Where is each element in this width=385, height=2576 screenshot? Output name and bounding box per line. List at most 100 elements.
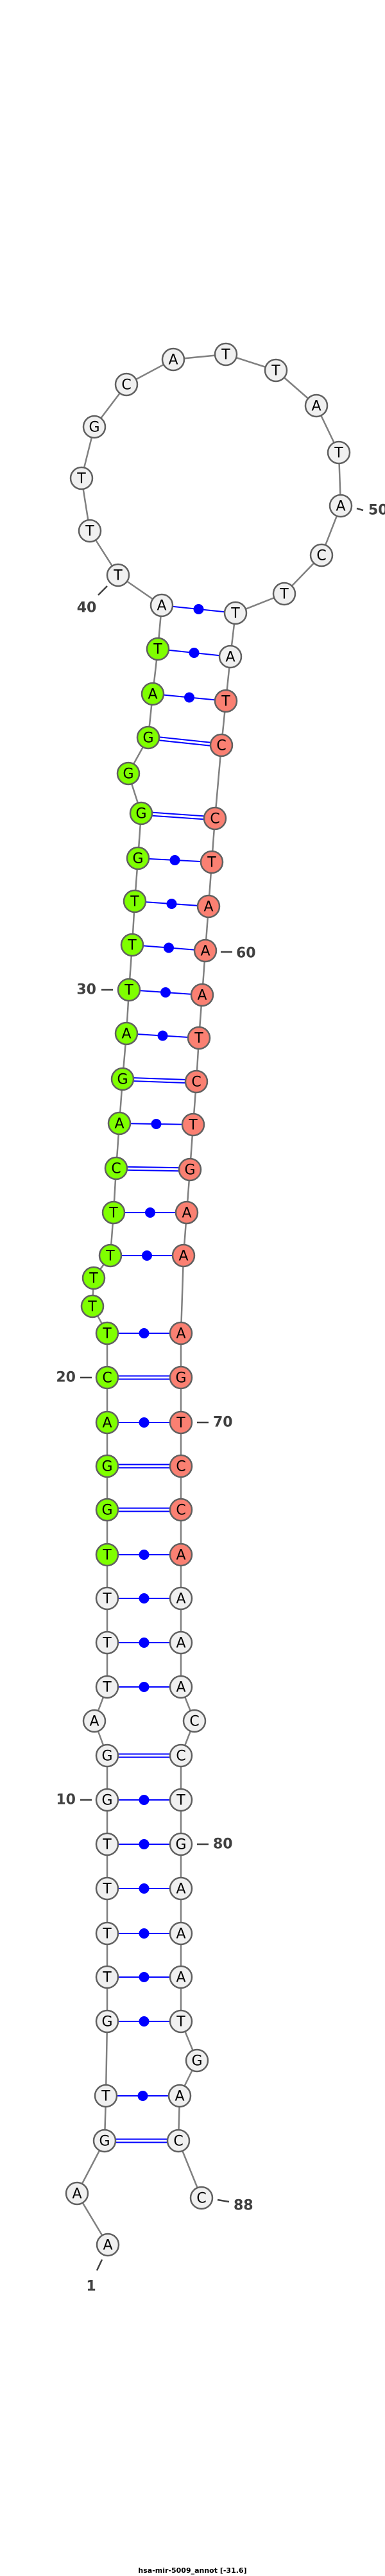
nucleotide-letter: G <box>191 2053 202 2070</box>
nucleotide-letter: G <box>175 1837 186 1853</box>
gc-pair-line <box>116 1166 191 1169</box>
nucleotide-letter: C <box>196 2191 206 2207</box>
nucleotide-circle <box>166 2129 191 2153</box>
nucleotide-circle <box>272 582 296 606</box>
nucleotide-letter: T <box>279 587 289 603</box>
nucleotide-circle <box>218 644 243 669</box>
nucleotide-letter: C <box>176 1459 185 1475</box>
nucleotide-letter: A <box>148 687 157 703</box>
nucleotide-letter: T <box>207 855 216 871</box>
nucleotide-letter: T <box>153 642 162 658</box>
position-tick <box>98 585 108 596</box>
nucleotide-circle <box>110 1067 135 1091</box>
nucleotide-letter: A <box>89 1714 99 1730</box>
nucleotide-letter: A <box>203 899 213 915</box>
nucleotide-letter: T <box>102 1926 112 1942</box>
nucleotide-letter: A <box>182 1206 191 1222</box>
nucleotide-circle <box>95 1321 119 1345</box>
nucleotide-letter: T <box>221 347 230 363</box>
nucleotide-circle <box>193 938 218 963</box>
nucleotide-letter: T <box>89 1271 98 1287</box>
position-label: 60 <box>236 946 256 962</box>
gc-pair-line <box>148 738 221 748</box>
nucleotide-circle <box>95 1498 119 1522</box>
nucleotide-letter: A <box>336 499 345 515</box>
nucleotide-letter: T <box>124 983 133 999</box>
nucleotide-circle <box>264 358 288 383</box>
nucleotide-circle <box>181 1112 205 1137</box>
nucleotide-circle <box>95 1788 119 1812</box>
nucleotide-circle <box>82 1709 107 1733</box>
pair-dot <box>139 1839 150 1849</box>
nucleotide-circle <box>116 761 141 786</box>
nucleotide-letter: A <box>103 2238 112 2254</box>
nucleotide-circle <box>309 543 334 567</box>
pair-dot <box>139 1593 150 1604</box>
pair-dot <box>166 899 177 909</box>
nucleotide-letter: A <box>121 1026 131 1042</box>
position-label: 1 <box>86 2279 96 2295</box>
pair-dot <box>139 1883 150 1894</box>
nucleotide-letter: C <box>216 738 226 754</box>
nucleotide-circle <box>167 2084 192 2108</box>
pair-dot <box>169 855 180 865</box>
nucleotide-circle <box>169 2009 193 2034</box>
nucleotide-circle <box>95 1410 119 1435</box>
nucleotide-letter: C <box>102 1370 112 1387</box>
nucleotide-circle <box>182 1709 207 1733</box>
position-label: 88 <box>234 2198 253 2214</box>
nucleotide-letter: G <box>132 851 143 867</box>
pair-dot <box>189 648 200 658</box>
nucleotide-letter: T <box>271 363 280 379</box>
nucleotide-circle <box>95 1586 119 1611</box>
nucleotide-letter: A <box>176 1926 185 1942</box>
nucleotide-circle <box>169 1832 193 1856</box>
nucleotide-letter: A <box>225 650 235 666</box>
nucleotide-letter: G <box>175 1370 186 1387</box>
nucleotide-letter: A <box>200 944 210 960</box>
nucleotide-letter: G <box>99 2134 110 2150</box>
nucleotide-letter: A <box>157 598 166 614</box>
pair-dot <box>164 942 174 953</box>
pair-dot <box>139 1795 150 1805</box>
nucleotide-letter: A <box>176 1970 185 1986</box>
position-tick <box>217 2199 230 2203</box>
nucleotide-circle <box>169 1543 193 1567</box>
nucleotide-circle <box>169 1365 193 1390</box>
nucleotide-letter: T <box>221 694 230 710</box>
nucleotide-letter: T <box>87 1299 97 1315</box>
nucleotide-letter: T <box>194 1031 203 1047</box>
nucleotide-letter: G <box>101 1749 112 1765</box>
position-label: 40 <box>77 600 97 616</box>
nucleotide-letter: A <box>102 1415 112 1431</box>
nucleotide-letter: T <box>102 1680 112 1696</box>
nucleotide-letter: T <box>188 1118 198 1134</box>
nucleotide-circle <box>304 393 329 418</box>
nucleotide-circle <box>123 889 147 913</box>
nucleotide-circle <box>95 1365 119 1390</box>
nucleotide-letter: T <box>102 1970 112 1986</box>
nucleotide-circle <box>146 637 170 661</box>
nucleotide-letter: T <box>230 606 240 622</box>
nucleotide-letter: T <box>176 2014 185 2030</box>
nucleotide-circle <box>95 1454 119 1478</box>
nucleotide-letter: C <box>111 1161 121 1177</box>
nucleotide-circle <box>169 1321 193 1345</box>
nucleotide-circle <box>169 1788 193 1812</box>
nucleotide-circle <box>92 2129 117 2153</box>
nucleotide-letter: C <box>176 1749 185 1765</box>
nucleotide-circle <box>169 1921 193 1946</box>
nucleotide-letter: G <box>89 420 99 436</box>
nucleotide-circle <box>214 342 238 367</box>
nucleotide-letter: A <box>114 1116 124 1132</box>
nucleotide-circle <box>126 846 150 870</box>
nucleotide-circle <box>69 466 94 490</box>
nucleotide-letter: A <box>72 2186 81 2202</box>
nucleotide-circle <box>189 2186 214 2210</box>
nucleotide-letter: A <box>176 1591 185 1607</box>
nucleotide-letter: C <box>210 811 219 827</box>
nucleotide-circle <box>136 725 160 750</box>
nucleotide-letter: C <box>173 2134 183 2150</box>
nucleotide-letter: T <box>108 1206 118 1222</box>
